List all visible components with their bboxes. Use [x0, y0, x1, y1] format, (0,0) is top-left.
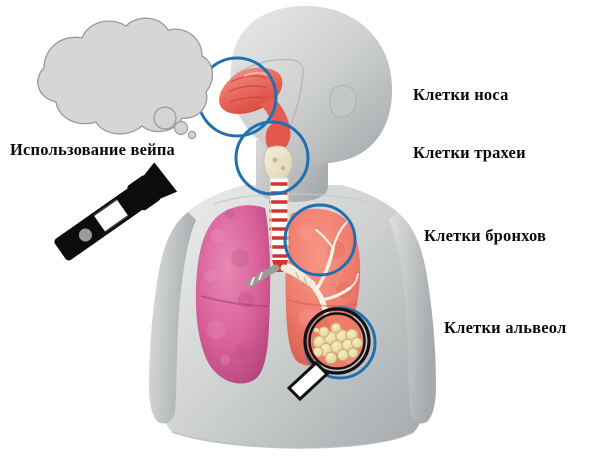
head [230, 5, 393, 164]
right-lung-fissure [287, 299, 359, 307]
label-bronchi-cells: Клетки бронхов [424, 226, 547, 245]
larynx-detail-2 [280, 165, 286, 171]
waist-edge [171, 431, 415, 449]
epiglottis [265, 123, 291, 153]
vape-tip [127, 175, 161, 211]
label-nose-cells: Клетки носа [413, 85, 509, 104]
vapor-bubble-medium [173, 120, 189, 136]
vapor-bubbles [153, 106, 197, 140]
collarbone [213, 193, 373, 205]
label-alveoli-cells: Клетки альвеол [444, 318, 567, 337]
label-trachea-cells: Клетки трахеи [413, 143, 526, 162]
arm-right [389, 212, 436, 424]
lungs-group [195, 205, 361, 384]
vapor-cloud [37, 17, 213, 140]
main-bronchi [246, 264, 316, 288]
left-lung [195, 205, 271, 384]
left-lung-fissure [200, 295, 269, 307]
larynx-detail-1 [272, 157, 278, 163]
ear [329, 85, 357, 118]
left-lung-texture [204, 209, 254, 365]
vape-seam-top [93, 198, 118, 217]
magnifier-handle [286, 360, 330, 402]
highlight-circle-bronchi [283, 203, 357, 277]
vape-pen [54, 162, 178, 261]
vape-mouthpiece [143, 162, 178, 200]
label-vape-use: Использование вейпа [10, 140, 175, 159]
larynx-cartilage [263, 145, 293, 181]
vape-button [78, 228, 92, 242]
alveoli-cluster [308, 312, 366, 370]
face-contour [233, 58, 304, 145]
vapor-bubble-large [153, 106, 177, 130]
nasal-turbinates [227, 75, 269, 103]
vape-seam-bottom [104, 215, 129, 233]
arm-left [149, 212, 196, 424]
magnifier-glass [286, 307, 371, 402]
vapor-bubble-small [187, 130, 197, 140]
highlight-circle-trachea [234, 120, 310, 196]
vape-window [93, 199, 129, 233]
